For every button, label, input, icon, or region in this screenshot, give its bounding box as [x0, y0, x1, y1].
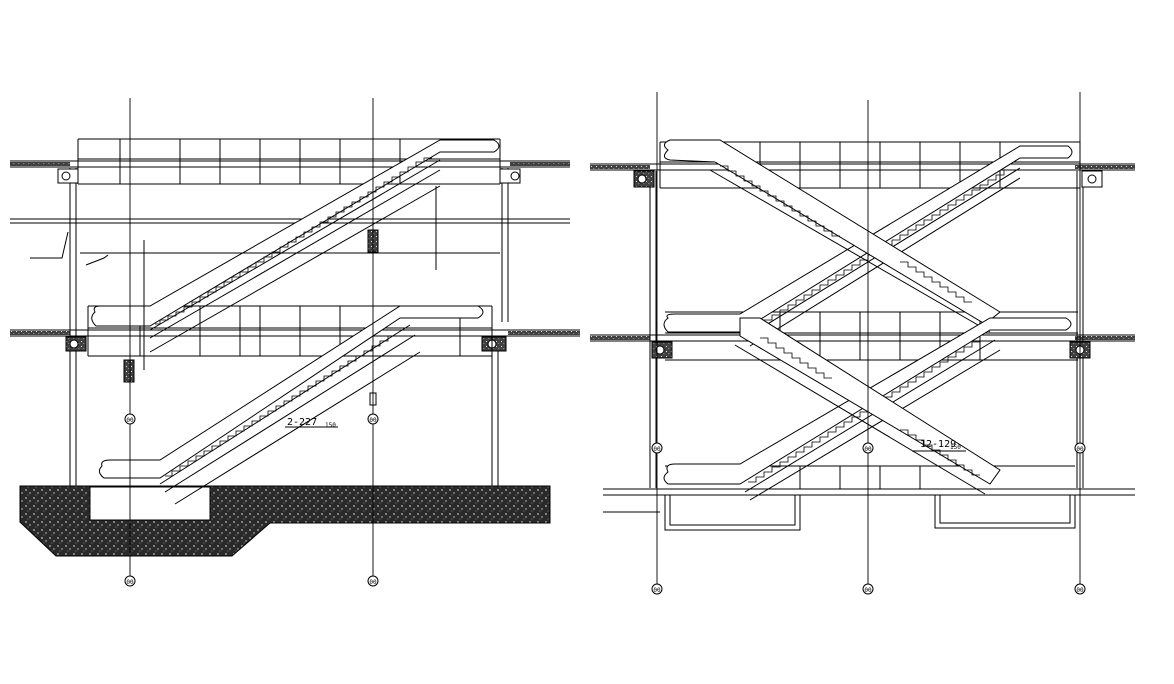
right-pit-left [664, 495, 801, 531]
right-upper-escalator-down [664, 139, 1001, 333]
left-grid-marker-3: 00 [124, 575, 136, 587]
right-ground-floor-slab [603, 488, 1135, 496]
right-grid-marker-1: 00 [651, 442, 663, 454]
right-dimension-sub: 150 [950, 444, 961, 451]
right-lower-escalator-down [734, 317, 1001, 495]
left-upper-railing [77, 138, 501, 185]
left-middle-floor-slab [10, 329, 580, 337]
right-grid-marker-4: 00 [651, 583, 663, 595]
grid-marker-text: 00 [864, 587, 872, 594]
right-grid-marker-5: 00 [862, 583, 874, 595]
left-dimension-sub: 150 [325, 422, 336, 429]
grid-marker-text: 00 [864, 446, 872, 453]
left-grid-marker-4: 00 [367, 575, 379, 587]
left-dimension-annotation: 2-227 150 [285, 417, 338, 429]
right-pit-right [934, 495, 1076, 529]
left-upper-floor-slab [10, 160, 570, 168]
grid-marker-text: 00 [126, 417, 134, 424]
right-middle-floor-slab [590, 334, 1135, 342]
grid-marker-text: 00 [1076, 587, 1084, 594]
grid-marker-text: 00 [369, 579, 377, 586]
left-grid-marker-1: 00 [124, 413, 136, 425]
grid-marker-text: 00 [653, 446, 661, 453]
left-grid-marker-2: 00 [367, 413, 379, 425]
right-grid-marker-6: 00 [1074, 583, 1086, 595]
left-escalator-pit [89, 486, 211, 521]
left-escalator-section [10, 98, 580, 578]
right-grid-marker-3: 00 [1074, 442, 1086, 454]
right-column-cap-2 [1081, 170, 1103, 188]
left-upper-escalator [91, 139, 500, 353]
left-column-cap-2 [499, 168, 521, 184]
right-escalator-section [590, 92, 1135, 585]
right-upper-floor-slab [590, 163, 1135, 171]
right-dimension-label: 12-129 [920, 439, 956, 450]
grid-marker-text: 00 [369, 417, 377, 424]
right-dimension-annotation: 12-129 150 [912, 439, 966, 452]
right-grid-marker-2: 00 [862, 442, 874, 454]
grid-marker-text: 00 [1076, 446, 1084, 453]
left-dimension-label: 2-227 [287, 417, 317, 428]
left-column-cap-1 [57, 168, 79, 184]
grid-marker-text: 00 [126, 579, 134, 586]
grid-marker-text: 00 [653, 587, 661, 594]
